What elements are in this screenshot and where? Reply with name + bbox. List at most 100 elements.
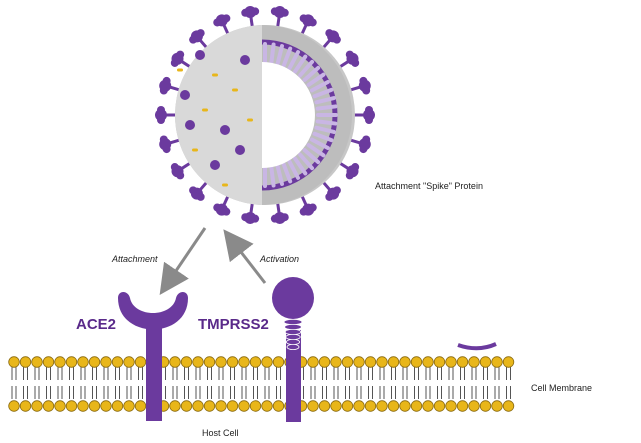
spike-head [308,203,317,212]
spike-head [332,35,341,44]
activation-arrow [223,229,267,284]
spike-head [189,35,198,44]
rna-ribbon [312,131,334,143]
lipid-head [19,400,32,412]
rna-ribbon [315,104,338,111]
rna-ribbon [293,156,308,176]
spike-head [362,135,371,144]
lipid-head [341,400,354,412]
lipid-head [410,400,423,412]
rna-ribbon [306,72,326,87]
lipid-head [272,400,285,412]
lipid-head [479,400,492,412]
activation-label: Activation [259,254,299,264]
lipid-head [88,400,101,412]
spike-head [159,135,168,144]
lipid-head [169,400,181,412]
spike-head [162,145,171,154]
spike-head [251,214,260,223]
rna-ribbon [298,152,315,171]
surface-marker [232,88,238,92]
lipid-head [318,400,331,412]
lipid-head [261,400,273,412]
lipid-head [330,356,342,368]
spike-head [189,186,198,195]
rna-ribbon [287,159,300,180]
lipid-head [364,356,377,368]
lipid-head [422,356,434,368]
spike-head [251,7,260,16]
cell-membrane [8,356,515,412]
spike-head [345,50,354,59]
surface-marker [177,68,183,72]
rna-ribbon [314,96,336,105]
lipid-head [54,356,66,368]
lipid-head [111,356,124,368]
surface-marker [192,148,198,152]
spike-head [362,86,371,95]
rna-ribbon [298,59,315,78]
spike-head [222,207,231,216]
spike-head [176,171,185,180]
rna-ribbon [281,162,293,184]
lipid-head [169,356,181,368]
spike-head [176,50,185,59]
protease-segment [283,318,303,325]
lipid-head [249,400,262,412]
lipid-head [249,356,262,368]
virus-particle [155,6,375,224]
rna-ribbon [269,42,276,65]
lipid-head [180,400,193,412]
lipid-head [399,400,411,412]
lipid-head [134,400,147,412]
lipid-head [180,356,193,368]
spike-head [270,214,279,223]
spike-head [280,213,289,222]
virus-core [262,62,315,168]
lipid-head [353,400,365,412]
lipid-head [65,356,78,368]
protease-segment [284,328,302,335]
lipid-head [19,356,32,368]
lipid-head [433,356,446,368]
spike-head [325,29,334,38]
surface-protein [180,90,190,100]
rna-ribbon [302,148,321,165]
lipid-head [65,400,78,412]
protease-segment [284,323,302,330]
lipid-head [491,356,503,368]
spike-head [170,163,179,172]
lipid-head [88,356,101,368]
attachment-arrow [159,227,207,295]
spike-head [345,171,354,180]
lipid-head [192,400,204,412]
surface-protein [240,55,250,65]
lipid-head [364,400,377,412]
rna-ribbon [269,165,276,188]
lipid-head [502,400,515,412]
spike-head [213,203,222,212]
rna-ribbon [309,80,330,93]
lipid-head [215,356,227,368]
lipid-head [31,400,43,412]
spike-head [159,86,168,95]
lipid-head [456,356,469,368]
spike-head [270,7,279,16]
lipid-head [215,400,227,412]
lipid-head [433,400,446,412]
virus-surface [175,25,262,205]
spike-head [222,14,231,23]
spike-head [299,14,308,23]
rna-ribbon [306,143,326,158]
lipid-head [77,400,89,412]
lipid-head [54,400,66,412]
protease-segment [285,333,301,340]
lipid-head [422,400,434,412]
spike-head [359,76,368,85]
partial-protein [457,342,497,351]
spike-head [365,116,373,124]
lipid-head [353,356,365,368]
spike-head [351,163,360,172]
ace2-receptor [118,292,188,421]
